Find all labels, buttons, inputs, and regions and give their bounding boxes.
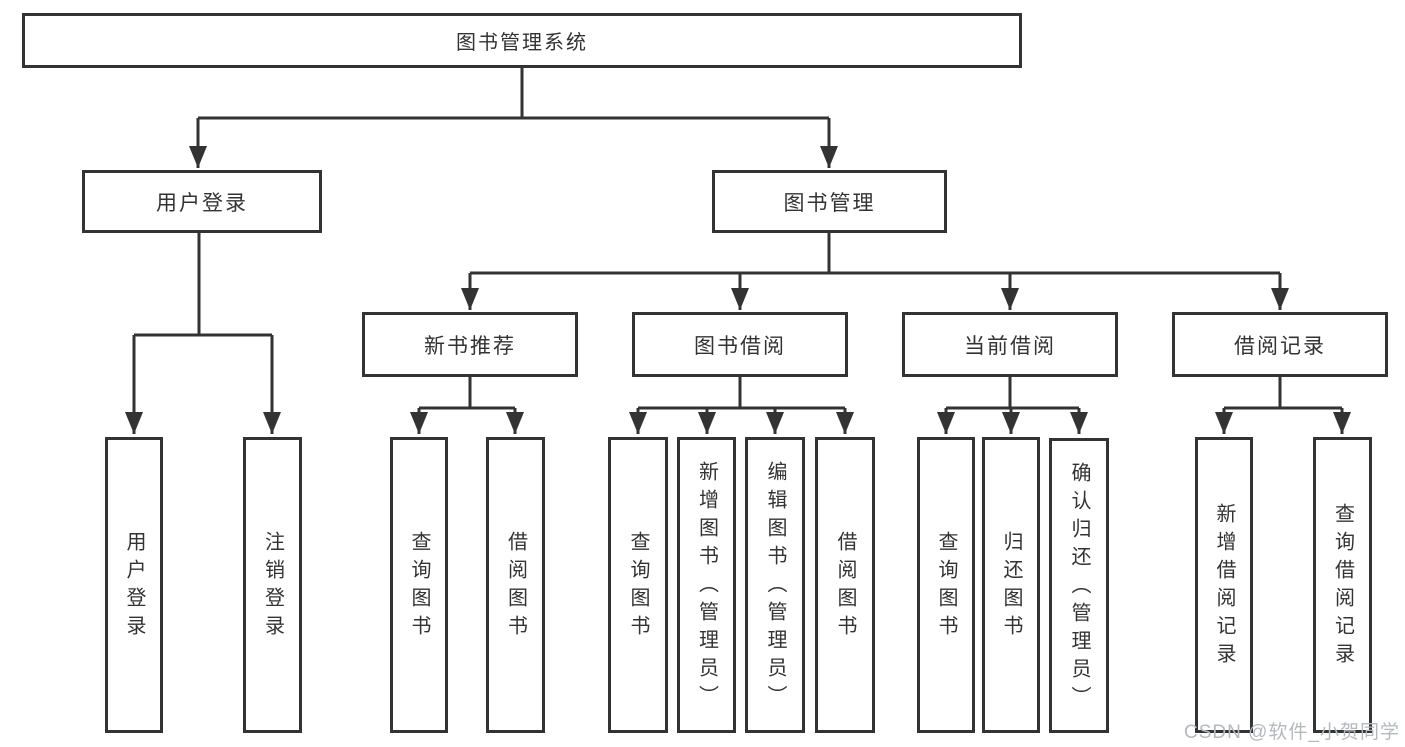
csdn-watermark: CSDN @软件_小贺同学 — [1184, 722, 1400, 743]
leaf-borrow-books: 借阅图书 — [815, 437, 875, 733]
edge-new-book-children — [410, 377, 524, 434]
node-new-book-recommend: 新书推荐 — [362, 312, 578, 377]
node-book-borrow: 图书借阅 — [632, 312, 848, 377]
leaf-query-books-current: 查询图书 — [917, 437, 975, 733]
edge-current-borrow-children — [937, 377, 1088, 434]
node-book-management: 图书管理 — [712, 170, 947, 233]
leaf-add-books-admin: 新增图书（管理员） — [677, 437, 736, 733]
edge-user-login-children — [125, 233, 281, 434]
edge-book-mgmt-children — [461, 233, 1289, 310]
edge-borrow-records-children — [1215, 377, 1351, 434]
node-root-system: 图书管理系统 — [22, 13, 1022, 68]
node-user-login: 用户登录 — [82, 170, 322, 233]
leaf-confirm-return-admin: 确认归还（管理员） — [1049, 438, 1109, 733]
leaf-return-books: 归还图书 — [982, 437, 1040, 733]
leaf-query-books-borrow: 查询图书 — [608, 437, 668, 733]
edge-book-borrow-children — [629, 377, 854, 434]
leaf-logout: 注销登录 — [243, 437, 302, 733]
leaf-user-login: 用户登录 — [105, 437, 163, 733]
node-borrow-records: 借阅记录 — [1172, 312, 1388, 377]
node-current-borrow: 当前借阅 — [902, 312, 1118, 377]
leaf-query-books-recommend: 查询图书 — [390, 437, 448, 733]
leaf-borrow-books-recommend: 借阅图书 — [486, 437, 545, 733]
leaf-add-borrow-record: 新增借阅记录 — [1195, 437, 1253, 733]
leaf-edit-books-admin: 编辑图书（管理员） — [745, 437, 805, 733]
leaf-query-borrow-record: 查询借阅记录 — [1313, 437, 1372, 733]
edge-root-to-level2 — [189, 68, 838, 168]
